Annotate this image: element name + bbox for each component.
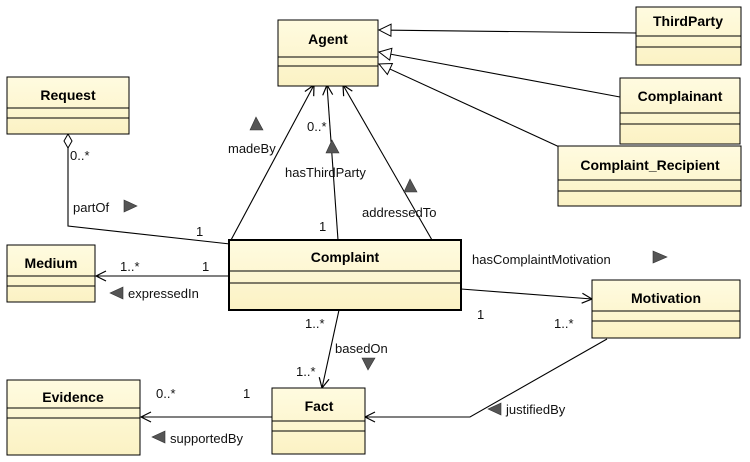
class-motivation[interactable]: Motivation	[591, 279, 741, 339]
assoc-justifiedBy-line	[365, 338, 608, 417]
class-complainant[interactable]: Complainant	[619, 77, 741, 145]
mult-evidence-supportedBy: 0..*	[156, 386, 176, 401]
generalization-recipient	[379, 64, 567, 151]
hasComplaintMotivation-direction-icon	[652, 250, 668, 264]
class-name-medium: Medium	[25, 255, 78, 271]
class-name-thirdparty: ThirdParty	[653, 13, 723, 29]
direction-indicators	[109, 116, 668, 444]
class-name-evidence: Evidence	[42, 389, 104, 405]
mult-fact-supportedBy: 1	[243, 386, 250, 401]
class-request[interactable]: Request	[6, 76, 130, 135]
class-medium[interactable]: Medium	[6, 244, 96, 303]
label-partOf: partOf	[73, 200, 110, 215]
label-supportedBy: supportedBy	[170, 431, 243, 446]
assoc-madeBy-line	[230, 85, 314, 241]
addressedTo-direction-icon	[403, 178, 418, 193]
label-hasThirdParty: hasThirdParty	[285, 165, 366, 180]
class-name-fact: Fact	[305, 398, 334, 414]
mult-complaint-motivation: 1	[477, 307, 484, 322]
mult-motivation-target: 1..*	[554, 316, 574, 331]
class-complaint-recipient[interactable]: Complaint_Recipient	[557, 145, 742, 207]
class-thirdparty[interactable]: ThirdParty	[635, 6, 742, 66]
class-name-complainant: Complainant	[638, 88, 723, 104]
mult-medium-expressedIn: 1..*	[120, 259, 140, 274]
label-basedOn: basedOn	[335, 341, 388, 356]
label-hasComplaintMotivation: hasComplaintMotivation	[472, 252, 611, 267]
class-name-motivation: Motivation	[631, 290, 701, 306]
basedOn-direction-icon	[361, 357, 376, 371]
mult-complaint-basedOn: 1..*	[305, 316, 325, 331]
generalization-complainant	[379, 52, 621, 98]
class-name-complaint-recipient: Complaint_Recipient	[580, 157, 720, 173]
expressedIn-direction-icon	[109, 286, 124, 300]
label-justifiedBy: justifiedBy	[505, 402, 566, 417]
mult-complaint-expressedIn: 1	[202, 259, 209, 274]
label-madeBy: madeBy	[228, 141, 276, 156]
class-evidence[interactable]: Evidence	[6, 379, 141, 456]
class-fact[interactable]: Fact	[271, 387, 366, 455]
mult-complaint-madeBy: 1	[319, 219, 326, 234]
mult-fact-basedOn: 1..*	[296, 364, 316, 379]
mult-agent-hasThirdParty: 0..*	[307, 119, 327, 134]
partOf-direction-icon	[123, 199, 138, 213]
madeBy-direction-icon	[249, 116, 264, 131]
hasThirdParty-direction-icon	[325, 139, 340, 154]
class-name-request: Request	[40, 87, 96, 103]
mult-complaint-partOf: 1	[196, 224, 203, 239]
generalization-thirdparty	[379, 30, 637, 33]
assoc-hasThirdParty-line	[327, 85, 339, 241]
assoc-partOf-line	[63, 132, 231, 245]
supportedBy-direction-icon	[151, 430, 166, 444]
connectors	[63, 30, 637, 417]
class-agent[interactable]: Agent	[277, 19, 379, 87]
multiplicity-labels: 0..* 0..* 1 1 1..* 1 1 1..* 1..* 1..* 0.…	[70, 119, 574, 401]
assoc-hasComplaintMotivation-line	[460, 288, 592, 299]
justifiedBy-direction-icon	[487, 402, 502, 416]
association-labels: madeBy hasThirdParty addressedTo partOf …	[73, 141, 611, 446]
mult-request-partOf: 0..*	[70, 148, 90, 163]
assoc-addressedTo-line	[343, 85, 433, 241]
label-expressedIn: expressedIn	[128, 286, 199, 301]
label-addressedTo: addressedTo	[362, 205, 436, 220]
class-complaint[interactable]: Complaint	[228, 239, 462, 311]
class-name-complaint: Complaint	[311, 249, 380, 265]
assoc-basedOn-line	[322, 309, 340, 388]
class-name-agent: Agent	[308, 31, 348, 47]
